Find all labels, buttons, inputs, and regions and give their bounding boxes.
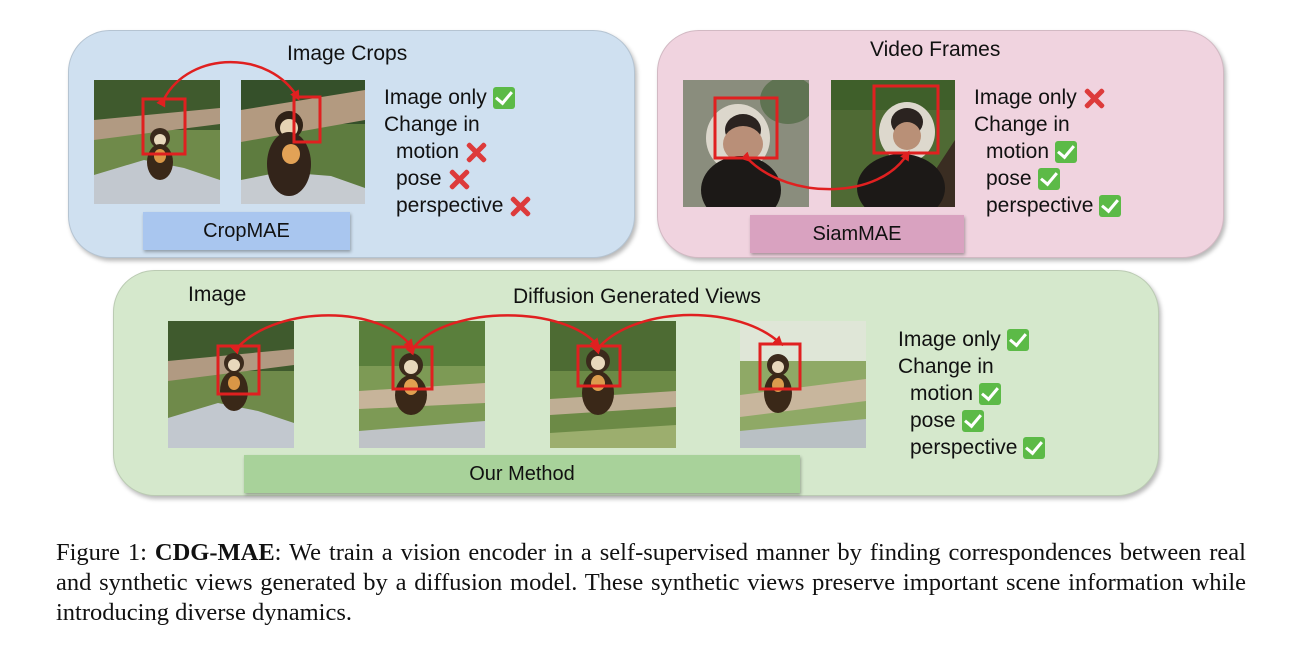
diffusion-views-title: Diffusion Generated Views (513, 285, 761, 308)
video-frame-2 (831, 80, 955, 207)
prop-image-only: Image only (974, 86, 1077, 109)
video-frame-1 (683, 80, 809, 207)
our-method-properties: Image only Change in motion pose perspec… (898, 326, 1046, 461)
perspective-check-icon (1023, 436, 1046, 459)
generated-view-2 (550, 321, 676, 448)
prop-change-in: Change in (974, 113, 1070, 136)
cropmae-label: CropMAE (143, 212, 350, 250)
caption-prefix: Figure 1: (56, 539, 155, 566)
image-crops-title: Image Crops (287, 42, 408, 65)
prop-motion: motion (910, 382, 974, 405)
prop-perspective: perspective (396, 194, 504, 217)
prop-motion: motion (986, 140, 1050, 163)
image-only-check-icon (1006, 328, 1029, 351)
crops-properties: Image only Change in motion pose perspec… (384, 84, 531, 219)
crop-photo-2 (241, 80, 365, 204)
generated-view-1 (359, 321, 485, 448)
pose-check-icon (1037, 167, 1060, 190)
motion-check-icon (1055, 140, 1078, 163)
prop-pose: pose (396, 167, 442, 190)
image-only-cross-icon (1083, 87, 1105, 109)
our-method-label: Our Method (244, 455, 800, 493)
motion-cross-icon (465, 141, 487, 163)
caption-text: : We train a vision encoder in a self-su… (56, 539, 1246, 626)
prop-image-only: Image only (384, 86, 487, 109)
image-only-check-icon (492, 86, 515, 109)
prop-pose: pose (910, 409, 956, 432)
image-label: Image (188, 283, 247, 306)
prop-change-in: Change in (898, 355, 994, 378)
caption-label: CDG-MAE (154, 539, 275, 566)
prop-pose: pose (986, 167, 1032, 190)
prop-perspective: perspective (986, 194, 1094, 217)
motion-check-icon (979, 382, 1002, 405)
source-image (168, 321, 294, 448)
video-frames-title: Video Frames (870, 38, 1001, 61)
generated-view-3 (740, 321, 866, 448)
figure-caption: Figure 1: CDG-MAE: We train a vision enc… (56, 538, 1246, 628)
prop-image-only: Image only (898, 328, 1001, 351)
perspective-check-icon (1099, 194, 1122, 217)
siammae-label: SiamMAE (750, 215, 964, 253)
prop-motion: motion (396, 140, 460, 163)
prop-perspective: perspective (910, 436, 1018, 459)
crop-photo-1 (94, 80, 220, 204)
pose-check-icon (961, 409, 984, 432)
perspective-cross-icon (509, 195, 531, 217)
prop-change-in: Change in (384, 113, 480, 136)
video-properties: Image only Change in motion pose perspec… (974, 84, 1122, 219)
pose-cross-icon (448, 168, 470, 190)
